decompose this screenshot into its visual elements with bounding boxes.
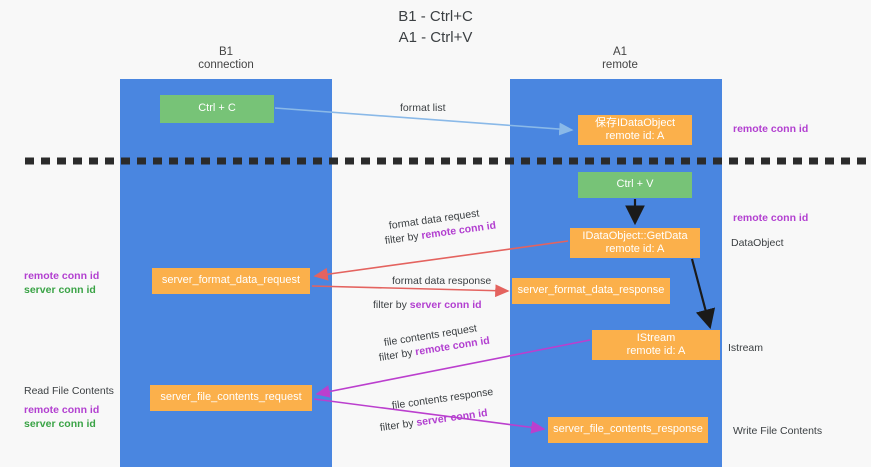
filter-prefix-1: filter by — [384, 229, 423, 247]
annotation-left-lower-remote-conn-id: remote conn id — [24, 404, 100, 416]
edge-label-format-data-response: format data response — [392, 275, 492, 287]
box-server-file-contents-response-label: server_file_contents_response — [553, 423, 703, 436]
filter-prefix-4: filter by — [379, 416, 418, 434]
filter-prefix-3: filter by — [378, 346, 417, 364]
title-line-1: B1 - Ctrl+C — [398, 8, 473, 25]
filter-key-server-conn-id-1: server conn id — [409, 299, 482, 311]
lane-a1-name: A1 — [612, 46, 628, 58]
box-istream-line1: IStream — [636, 331, 676, 344]
annotation-left-remote-conn-id: remote conn id — [24, 270, 100, 282]
edge-label-format-data-response-filter: filter by server conn id — [373, 298, 482, 312]
box-server-format-data-response-label: server_format_data_response — [517, 284, 665, 297]
box-server-file-contents-request[interactable]: server_file_contents_request — [150, 385, 312, 411]
lane-header-a1: A1 remote — [540, 46, 700, 72]
annotation-right-istream: Istream — [728, 342, 764, 354]
box-server-file-contents-request-label: server_file_contents_request — [160, 391, 302, 404]
box-ctrl-c[interactable]: Ctrl + C — [160, 95, 274, 123]
box-ctrl-v[interactable]: Ctrl + V — [578, 172, 692, 198]
box-ctrl-c-label: Ctrl + C — [198, 102, 236, 115]
annotation-right-dataobject: DataObject — [731, 237, 784, 249]
annotation-right-mid-remote-conn-id: remote conn id — [733, 212, 809, 224]
annotation-right-top-remote-conn-id: remote conn id — [733, 123, 809, 135]
lane-b1-role: connection — [198, 59, 254, 71]
box-save-dataobject[interactable]: 保存IDataObject remote id: A — [578, 115, 692, 145]
edge-label-format-list: format list — [400, 102, 446, 114]
lane-b1-name: B1 — [218, 46, 234, 58]
box-save-dataobject-line1: 保存IDataObject — [594, 116, 676, 129]
box-server-format-data-response[interactable]: server_format_data_response — [512, 278, 670, 304]
box-server-file-contents-response[interactable]: server_file_contents_response — [548, 417, 708, 443]
box-istream-line2: remote id: A — [626, 345, 686, 357]
filter-prefix-2: filter by — [373, 299, 410, 311]
annotation-left-server-conn-id: server conn id — [24, 284, 96, 296]
annotation-right-write-file-contents: Write File Contents — [733, 425, 823, 437]
annotation-left-lower-server-conn-id: server conn id — [24, 418, 96, 430]
box-getdata-line1: IDataObject::GetData — [582, 229, 688, 242]
lane-header-b1: B1 connection — [146, 46, 306, 72]
box-idataobject-getdata[interactable]: IDataObject::GetData remote id: A — [570, 228, 700, 258]
box-ctrl-v-label: Ctrl + V — [616, 178, 654, 191]
box-istream[interactable]: IStream remote id: A — [592, 330, 720, 360]
page-title: B1 - Ctrl+C A1 - Ctrl+V — [0, 6, 871, 48]
filter-key-server-conn-id-2: server conn id — [415, 406, 489, 429]
annotation-left-read-file-contents: Read File Contents — [24, 385, 114, 397]
box-save-dataobject-line2: remote id: A — [605, 130, 665, 142]
box-getdata-line2: remote id: A — [605, 243, 665, 255]
title-line-2: A1 - Ctrl+V — [398, 29, 473, 46]
lane-a1-role: remote — [602, 59, 638, 71]
box-server-format-data-request-label: server_format_data_request — [161, 274, 301, 287]
box-server-format-data-request[interactable]: server_format_data_request — [152, 268, 310, 294]
